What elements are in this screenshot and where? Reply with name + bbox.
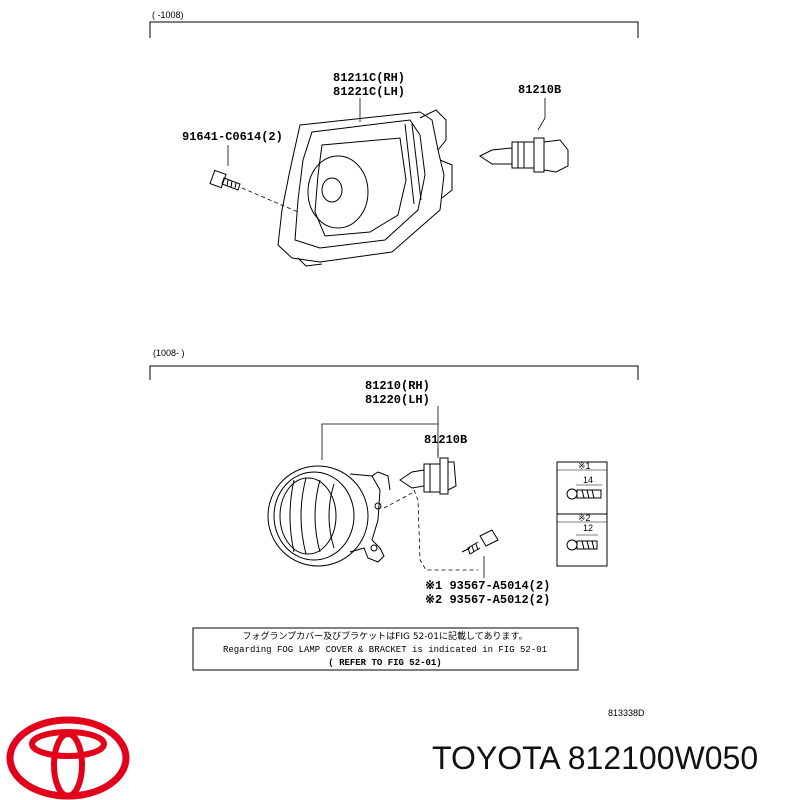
lower-dashed-guide-2	[383, 491, 415, 509]
screw-legend-box: ※1 14 ※2 12	[556, 461, 608, 567]
upper-screw-dashed-line	[241, 187, 299, 213]
upper-lamp-rh-label: 81211C(RH)	[333, 71, 405, 85]
legend-mark-2: ※2	[578, 513, 591, 523]
lower-fog-lamp-drawing	[267, 465, 391, 567]
lower-screw-drawing	[461, 529, 499, 555]
legend-screw-2-icon	[566, 534, 598, 551]
lower-section: (1008- ) 81210(RH) 81220(LH) 81210B	[149, 348, 639, 607]
lower-lamp-leader	[321, 406, 439, 460]
drawing-number: 813338D	[608, 708, 645, 718]
note-frame	[192, 627, 579, 671]
lower-bulb-label: 81210B	[424, 433, 467, 447]
note-box: フォグランプカバー及びブラケットはFIG 52-01に記載してあります。 Reg…	[192, 627, 579, 671]
brand-part-number: TOYOTA 812100W050	[432, 740, 759, 776]
upper-fog-lamp-drawing	[277, 109, 453, 267]
legend-dim-2: 12	[583, 523, 593, 533]
upper-bulb-label: 81210B	[518, 83, 561, 97]
legend-mark-1: ※1	[578, 461, 591, 471]
lower-dashed-guide-1	[413, 489, 478, 571]
legend-screw-1-icon	[566, 484, 602, 500]
upper-bulb-leader	[537, 98, 546, 131]
lower-range-label: (1008- )	[153, 348, 185, 358]
upper-section: ( -1008) 81211C(RH) 81221C(LH) 81210B 91…	[149, 10, 639, 267]
lower-lamp-rh-label: 81210(RH)	[365, 379, 430, 393]
upper-lamp-lh-label: 81221C(LH)	[333, 85, 405, 99]
toyota-logo	[6, 716, 130, 800]
note-line-jp: フォグランプカバー及びブラケットはFIG 52-01に記載してあります。	[242, 630, 527, 642]
upper-screw-drawing	[209, 169, 241, 191]
upper-screw-label: 91641-C0614(2)	[182, 130, 283, 144]
legend-dim-1: 14	[583, 475, 593, 485]
lower-bulb-drawing	[399, 457, 457, 495]
lower-lamp-lh-label: 81220(LH)	[365, 393, 430, 407]
lower-screw-label-2: ※2 93567-A5012(2)	[425, 593, 550, 607]
note-line-en: Regarding FOG LAMP COVER & BRACKET is in…	[223, 645, 547, 655]
upper-bracket-line	[149, 21, 639, 38]
note-line-ref: ( REFER TO FIG 52-01)	[328, 658, 441, 668]
upper-range-label: ( -1008)	[152, 10, 184, 20]
lower-bracket-line	[149, 365, 639, 380]
upper-bulb-drawing	[479, 137, 569, 173]
lower-screw-label-1: ※1 93567-A5014(2)	[425, 579, 550, 593]
